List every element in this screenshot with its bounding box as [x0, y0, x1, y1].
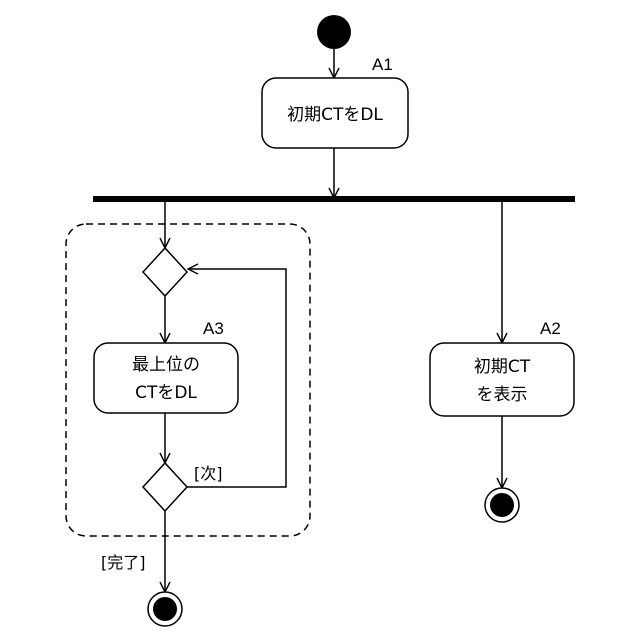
- initial-node: [317, 15, 351, 49]
- action-a3-label-line1: 最上位の: [132, 355, 200, 375]
- decision-node: [143, 463, 187, 511]
- a3-tag: A3: [203, 319, 224, 338]
- fork-bar: [93, 196, 575, 202]
- guard-done: [完了]: [101, 553, 146, 572]
- final-node-left-core: [153, 597, 177, 621]
- action-a1-label: 初期CTをDL: [287, 105, 383, 125]
- action-a2-label-line2: を表示: [477, 385, 528, 405]
- action-a2-label-line1: 初期CT: [474, 357, 531, 377]
- a2-tag: A2: [540, 319, 561, 338]
- final-node-right-core: [490, 493, 514, 517]
- action-a3-label-line2: CTをDL: [135, 383, 197, 403]
- merge-node: [143, 248, 187, 296]
- a1-tag: A1: [372, 55, 393, 74]
- action-a2: [430, 343, 574, 416]
- guard-next: [次]: [194, 464, 223, 483]
